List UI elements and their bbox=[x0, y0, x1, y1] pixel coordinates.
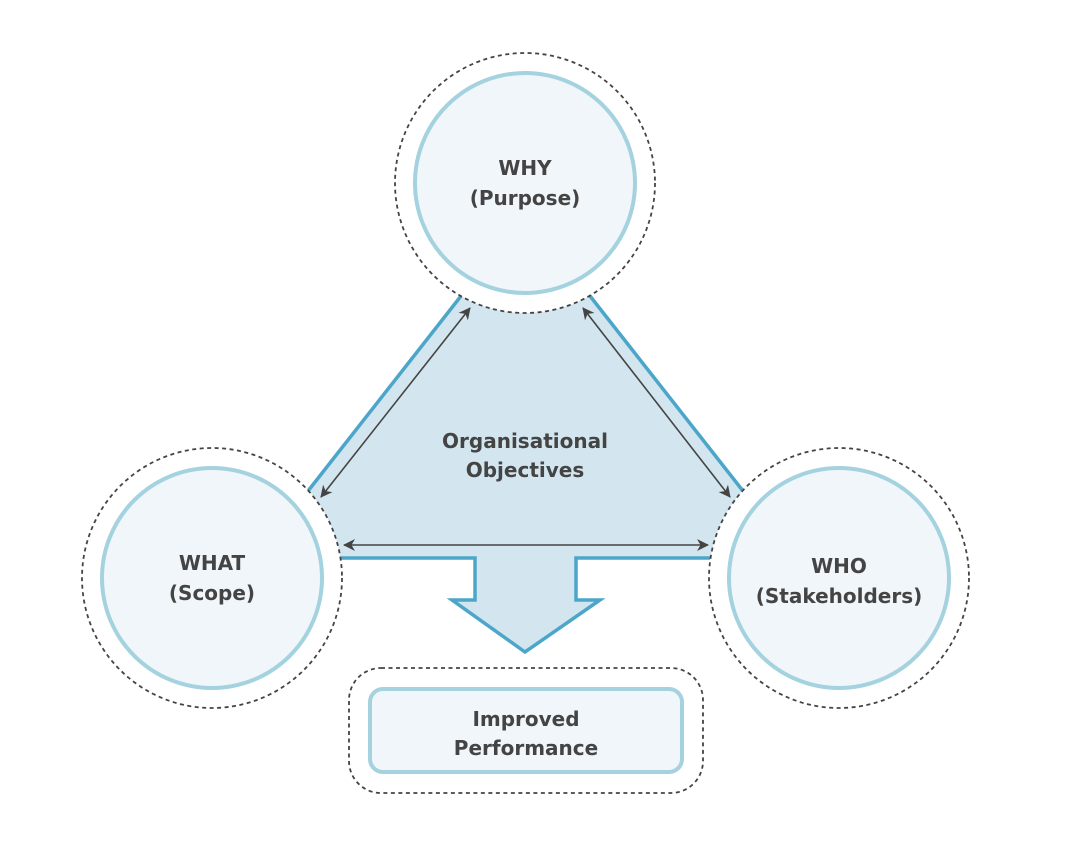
outcome-box bbox=[368, 687, 684, 774]
why-node bbox=[413, 71, 637, 295]
connector-why-who bbox=[582, 307, 731, 498]
why-label-subtitle: (Purpose) bbox=[470, 186, 581, 210]
what-label-title: WHAT bbox=[179, 551, 246, 575]
who-label-subtitle: (Stakeholders) bbox=[756, 584, 923, 608]
what-label-subtitle: (Scope) bbox=[169, 581, 255, 605]
what-node bbox=[100, 466, 324, 690]
center-label-line1: Organisational bbox=[442, 429, 608, 453]
who-node bbox=[727, 466, 951, 690]
outcome-label-line2: Performance bbox=[454, 736, 598, 760]
center-label-line2: Objectives bbox=[466, 458, 585, 482]
why-label-title: WHY bbox=[498, 156, 552, 180]
flow-arrow-outline bbox=[341, 556, 710, 655]
outcome-label-line1: Improved bbox=[472, 707, 579, 731]
who-label-title: WHO bbox=[811, 554, 867, 578]
connector-why-what bbox=[320, 307, 471, 498]
